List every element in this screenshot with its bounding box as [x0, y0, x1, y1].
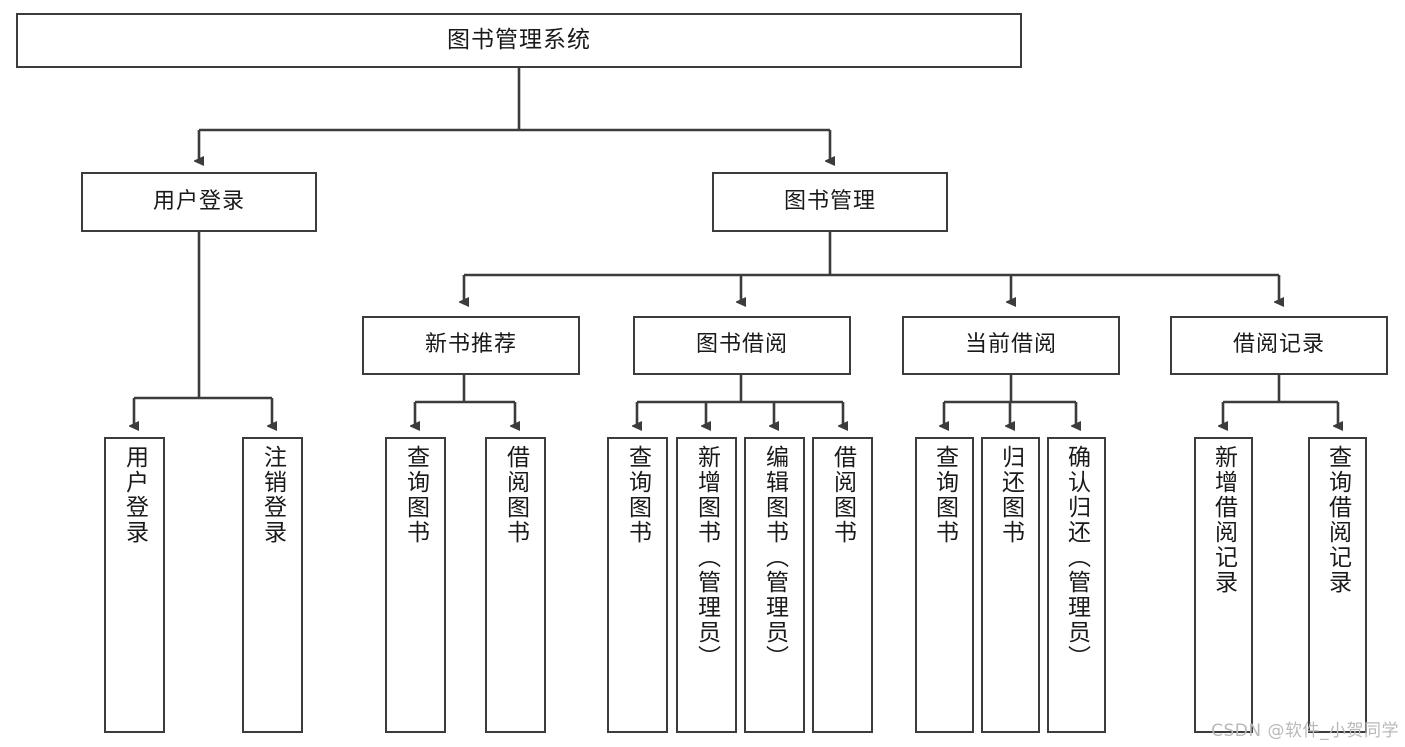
node-leaf-borrow-book-2[interactable]: 借阅图书	[812, 437, 873, 733]
node-leaf-edit-book-admin-label: 编辑图书（管理员）	[761, 445, 788, 670]
node-root-label: 图书管理系统	[447, 26, 591, 53]
node-book-manage[interactable]: 图书管理	[712, 172, 948, 232]
node-leaf-query-book-1[interactable]: 查询图书	[385, 437, 446, 733]
node-leaf-borrow-book-2-label: 借阅图书	[829, 445, 856, 545]
node-leaf-query-book-2[interactable]: 查询图书	[607, 437, 668, 733]
node-root[interactable]: 图书管理系统	[16, 13, 1022, 68]
node-leaf-user-login[interactable]: 用户登录	[104, 437, 165, 733]
node-leaf-user-login-label: 用户登录	[121, 445, 148, 545]
node-user-login-label: 用户登录	[152, 188, 245, 214]
node-current-borrow-label: 当前借阅	[964, 332, 1057, 358]
node-leaf-confirm-return-admin-label: 确认归还（管理员）	[1063, 445, 1090, 670]
node-leaf-add-book-admin-label: 新增图书（管理员）	[693, 445, 720, 670]
node-leaf-query-book-3[interactable]: 查询图书	[915, 437, 974, 733]
node-leaf-add-book-admin[interactable]: 新增图书（管理员）	[676, 437, 737, 733]
node-leaf-query-borrow-record-label: 查询借阅记录	[1324, 445, 1351, 595]
node-current-borrow[interactable]: 当前借阅	[902, 316, 1120, 375]
node-book-borrow[interactable]: 图书借阅	[633, 316, 851, 375]
node-leaf-query-book-2-label: 查询图书	[624, 445, 651, 545]
node-leaf-return-book-label: 归还图书	[997, 445, 1024, 545]
node-leaf-logout-login-label: 注销登录	[259, 445, 286, 545]
node-borrow-record-label: 借阅记录	[1232, 332, 1325, 358]
node-leaf-borrow-book-1-label: 借阅图书	[502, 445, 529, 545]
node-new-book-recommend-label: 新书推荐	[424, 332, 517, 358]
node-leaf-query-book-1-label: 查询图书	[402, 445, 429, 545]
node-new-book-recommend[interactable]: 新书推荐	[362, 316, 580, 375]
node-leaf-borrow-book-1[interactable]: 借阅图书	[485, 437, 546, 733]
node-leaf-add-borrow-record[interactable]: 新增借阅记录	[1194, 437, 1253, 733]
node-borrow-record[interactable]: 借阅记录	[1170, 316, 1388, 375]
node-leaf-query-book-3-label: 查询图书	[931, 445, 958, 545]
node-leaf-confirm-return-admin[interactable]: 确认归还（管理员）	[1047, 437, 1106, 733]
node-leaf-query-borrow-record[interactable]: 查询借阅记录	[1308, 437, 1367, 733]
node-book-borrow-label: 图书借阅	[695, 332, 788, 358]
node-leaf-add-borrow-record-label: 新增借阅记录	[1210, 445, 1237, 595]
node-leaf-return-book[interactable]: 归还图书	[981, 437, 1040, 733]
node-leaf-logout-login[interactable]: 注销登录	[242, 437, 303, 733]
node-leaf-edit-book-admin[interactable]: 编辑图书（管理员）	[744, 437, 805, 733]
node-user-login[interactable]: 用户登录	[81, 172, 317, 232]
node-book-manage-label: 图书管理	[783, 188, 876, 214]
